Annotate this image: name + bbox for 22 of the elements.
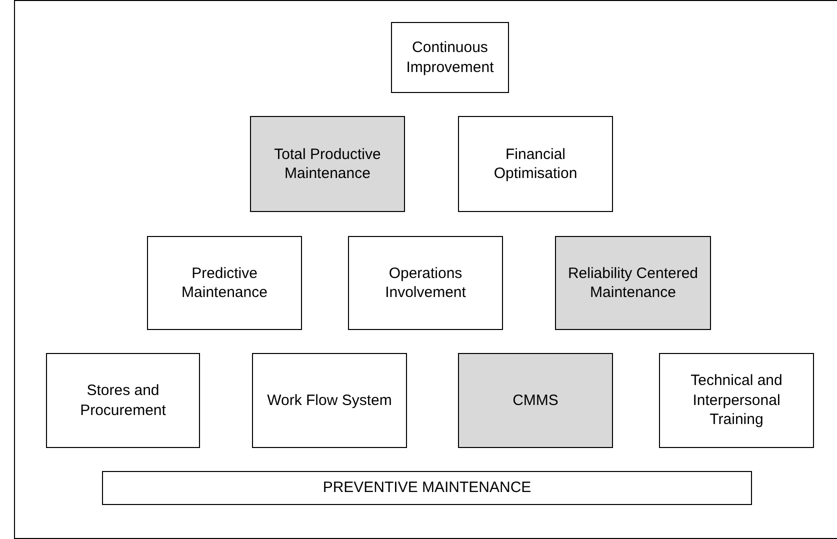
text-box bbox=[458, 353, 613, 448]
text-box bbox=[102, 471, 752, 505]
box-label: Reliability Centered Maintenance bbox=[566, 264, 700, 302]
box-label: CMMS bbox=[512, 390, 558, 410]
text-box bbox=[250, 116, 405, 212]
box-label: Operations Involvement bbox=[384, 264, 467, 302]
text-box bbox=[46, 353, 200, 448]
box-label: Technical and Interpersonal Training bbox=[690, 371, 784, 430]
box-label: Work Flow System bbox=[267, 390, 392, 410]
box-label: PREVENTIVE MAINTENANCE bbox=[322, 478, 532, 498]
text-box bbox=[252, 353, 407, 448]
text-box bbox=[391, 22, 509, 93]
text-box bbox=[348, 236, 503, 330]
text-box bbox=[659, 353, 814, 448]
box-label: Financial Optimisation bbox=[492, 144, 578, 184]
box-label: Continuous Improvement bbox=[405, 38, 495, 77]
box-label: Stores and Procurement bbox=[79, 381, 167, 420]
text-box bbox=[458, 116, 613, 212]
box-label: Predictive Maintenance bbox=[180, 264, 268, 302]
box-label: Total Productive Maintenance bbox=[273, 144, 382, 184]
text-box bbox=[147, 236, 302, 330]
text-box bbox=[555, 236, 711, 330]
